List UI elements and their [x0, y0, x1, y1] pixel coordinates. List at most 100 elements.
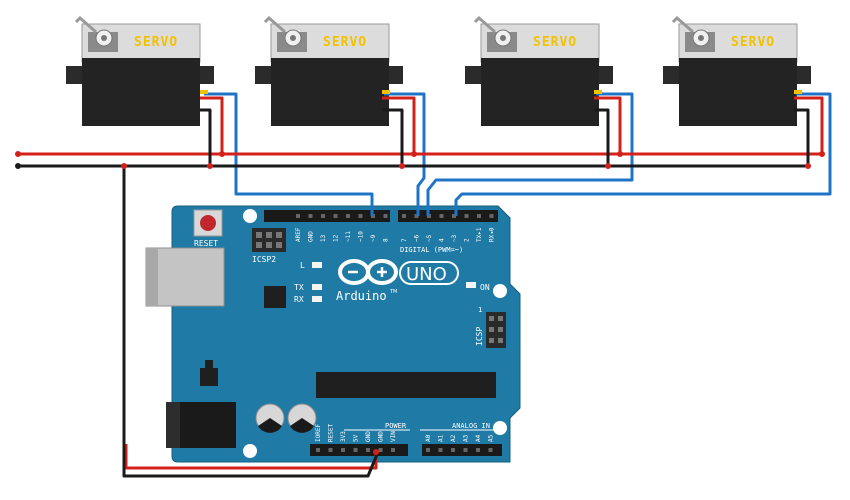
digital-pin-label: 2 [464, 238, 471, 242]
icsp2-label: ICSP2 [252, 255, 276, 264]
power-pin-label: 3V3 [340, 431, 347, 442]
led-l-label: L [300, 261, 305, 270]
arduino-uno-board: RESET ICSP2 L TX RX ON UNO Arduino TM [145, 205, 521, 463]
voltage-regulator [200, 368, 218, 386]
digital-pin-label: 12 [333, 234, 340, 242]
digital-pin-label: TX▸1 [476, 227, 483, 242]
junction-dot [805, 163, 811, 169]
power-header [310, 444, 408, 456]
digital-pin-socket [464, 214, 469, 218]
digital-pin-label: 13 [320, 234, 327, 242]
digital-pin-label: 4 [439, 238, 446, 242]
analog-pin-label: A1 [438, 434, 445, 442]
analog-pin-label: A4 [475, 434, 482, 442]
digital-pin-socket [383, 214, 388, 218]
digital-label: DIGITAL (PWM=~) [400, 246, 463, 254]
power-pin-label: IOREF [315, 424, 322, 442]
digital-pin-socket [489, 214, 494, 218]
led-rx-label: RX [294, 295, 304, 304]
digital-pin-label: AREF [295, 227, 302, 242]
digital-pin-label: ~10 [358, 231, 365, 242]
analog-pin-socket [463, 448, 468, 452]
reset-button-cap [200, 215, 216, 231]
digital-pin-label: RX◂0 [489, 227, 496, 242]
junction-dot [15, 163, 21, 169]
digital-pin-label: ~3 [451, 234, 458, 242]
arduino-logo [338, 259, 398, 285]
power-pin-label: 5V [353, 434, 360, 442]
capacitor-1 [255, 403, 285, 433]
servo-3: SERVO [465, 15, 613, 126]
wires [15, 92, 832, 478]
power-pin-socket [378, 448, 383, 452]
icsp2-header [252, 228, 286, 252]
analog-pin-socket [426, 448, 430, 452]
servo-label-1: SERVO [134, 35, 178, 50]
junction-dot [121, 163, 127, 169]
servo-label-2: SERVO [323, 35, 367, 50]
digital-pin-socket [402, 214, 406, 218]
digital-pin-socket [358, 214, 363, 218]
analog-pin-socket [451, 448, 455, 452]
analog-pin-label: A0 [425, 434, 432, 442]
servo-2: SERVO [255, 15, 403, 126]
servo-label-4: SERVO [731, 35, 775, 50]
trademark-mark: TM [389, 289, 397, 295]
servo-1: SERVO [66, 15, 214, 126]
led-on [466, 282, 476, 288]
black-drop-servo-2 [382, 108, 404, 166]
digital-pin-socket [296, 214, 300, 218]
power-pin-socket [366, 448, 370, 452]
usb-connector [145, 247, 225, 307]
junction-dot [411, 151, 417, 157]
usb-chip [264, 286, 286, 308]
digital-pin-label: 8 [383, 238, 390, 242]
analog-label: ANALOG IN [452, 422, 490, 430]
brand-label: Arduino [336, 289, 387, 303]
red-drop-servo-2 [382, 96, 416, 154]
icsp-label: ICSP [475, 327, 484, 346]
analog-pin-socket [488, 448, 493, 452]
digital-pin-socket [333, 214, 338, 218]
junction-dot [399, 163, 405, 169]
red-drop-servo-4 [794, 96, 824, 154]
power-label: POWER [385, 422, 407, 430]
digital-pin-socket [477, 214, 481, 218]
black-drop-servo-3 [594, 108, 610, 166]
model-label: UNO [406, 264, 447, 285]
digital-pin-socket [321, 214, 325, 218]
icsp-pin1-label: 1 [478, 306, 482, 314]
signal-wire-servo-3 [426, 92, 634, 216]
reset-label: RESET [194, 239, 218, 248]
junction-dot [617, 151, 623, 157]
power-pin-label: GND [365, 431, 372, 442]
analog-header [422, 444, 502, 456]
power-pin-label: GND [378, 431, 385, 442]
power-pin-socket [391, 448, 395, 452]
signal-wire-servo-4 [454, 92, 832, 216]
junction-dot [207, 163, 213, 169]
atmega-microcontroller [316, 372, 496, 398]
digital-pin-socket [346, 214, 350, 218]
red-drop-servo-3 [594, 96, 622, 154]
capacitor-2 [287, 403, 317, 433]
digital-pin-label: ~6 [414, 234, 421, 242]
signal-wire-servo-1 [204, 92, 374, 216]
led-rx [312, 296, 322, 302]
junction-dot [219, 151, 225, 157]
digital-pin-label: GND [308, 231, 315, 242]
power-pin-socket [353, 448, 358, 452]
led-tx-label: TX [294, 283, 304, 292]
digital-pin-label: ~11 [345, 231, 352, 242]
analog-pin-socket [476, 448, 480, 452]
digital-header [264, 210, 498, 222]
power-pin-label: RESET [328, 424, 335, 442]
power-pin-socket [328, 448, 333, 452]
analog-pin-label: A3 [463, 434, 470, 442]
power-pin-socket [316, 448, 320, 452]
servo-leads [200, 90, 802, 94]
digital-pin-socket [439, 214, 444, 218]
uno-badge [399, 261, 459, 285]
